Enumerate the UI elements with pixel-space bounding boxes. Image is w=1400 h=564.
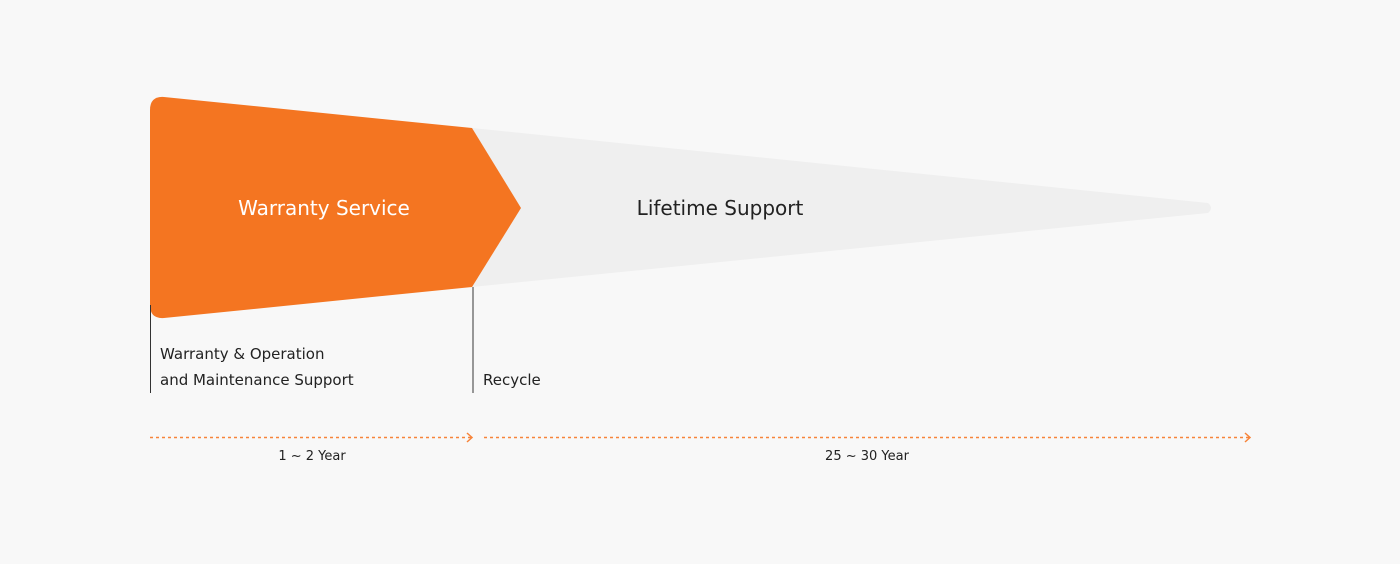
warranty-service-shape (150, 96, 521, 319)
lifetime-support-shape (472, 128, 1211, 287)
lifetime-support-title: Lifetime Support (636, 196, 804, 220)
lifetime-duration-label: 25 ~ 30 Year (825, 449, 909, 464)
warranty-label-line2: and Maintenance Support (160, 371, 354, 389)
warranty-label-line1: Warranty & Operation (160, 345, 325, 363)
warranty-duration-label: 1 ~ 2 Year (278, 449, 346, 464)
warranty-duration-arrow (150, 432, 474, 443)
recycle-label: Recycle (483, 371, 541, 389)
lifetime-duration-arrow (484, 432, 1252, 443)
warranty-service-title: Warranty Service (238, 196, 410, 220)
